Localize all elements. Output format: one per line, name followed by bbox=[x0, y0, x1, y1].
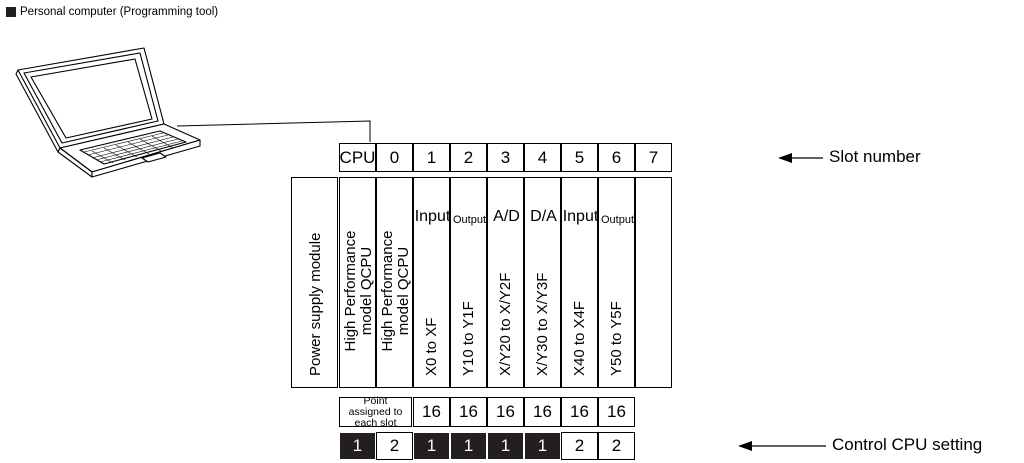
module-range-4: X/Y20 to X/Y2F bbox=[498, 273, 514, 376]
module-slot-2: Input X0 to XF bbox=[413, 177, 450, 388]
module-range-3: Y10 to Y1F bbox=[461, 301, 477, 376]
module-name-line: High Performance bbox=[380, 216, 396, 366]
module-type-6: Input bbox=[562, 208, 599, 226]
control-cpu-label: Control CPU setting bbox=[832, 435, 982, 455]
slot-cell-3: 3 bbox=[487, 143, 524, 172]
module-slot-8 bbox=[635, 177, 672, 388]
module-type-3: Output bbox=[451, 214, 488, 226]
module-type-5: D/A bbox=[525, 208, 562, 226]
control-cpu-value-5: 1 bbox=[524, 432, 561, 460]
slot-number-label: Slot number bbox=[829, 147, 921, 167]
points-value-3: 16 bbox=[487, 397, 524, 427]
slot-cell-2: 2 bbox=[450, 143, 487, 172]
slot-cell-0: 0 bbox=[376, 143, 413, 172]
control-cpu-value-6: 2 bbox=[561, 432, 598, 460]
slot-cell-4: 4 bbox=[524, 143, 561, 172]
slot-cell-cpu: CPU bbox=[339, 143, 376, 172]
control-cpu-value-0: 1 bbox=[339, 432, 376, 460]
connection-cable bbox=[177, 121, 370, 142]
slot-cell-1: 1 bbox=[413, 143, 450, 172]
control-cpu-value-7: 2 bbox=[598, 432, 635, 460]
module-type-4: A/D bbox=[488, 208, 525, 226]
power-supply-label: Power supply module bbox=[308, 233, 324, 376]
laptop-icon bbox=[16, 48, 200, 177]
module-name-line: High Performance bbox=[343, 216, 359, 366]
control-cpu-value-1: 2 bbox=[376, 432, 413, 460]
module-type-2: Input bbox=[414, 208, 451, 226]
slot-cell-6: 6 bbox=[598, 143, 635, 172]
module-range-6: X40 to X4F bbox=[572, 301, 588, 376]
points-value-5: 16 bbox=[561, 397, 598, 427]
module-slot-4: A/D X/Y20 to X/Y2F bbox=[487, 177, 524, 388]
points-value-2: 16 bbox=[450, 397, 487, 427]
points-value-4: 16 bbox=[524, 397, 561, 427]
module-type-7: Output bbox=[599, 214, 636, 226]
control-cpu-arrow bbox=[738, 441, 826, 451]
module-range-7: Y50 to Y5F bbox=[609, 301, 625, 376]
points-label: Point assigned to each slot bbox=[339, 397, 412, 427]
power-supply-module: Power supply module bbox=[291, 177, 338, 388]
slot-cell-7: 7 bbox=[635, 143, 672, 172]
module-name-line: model QCPU bbox=[396, 216, 412, 366]
points-value-1: 16 bbox=[413, 397, 450, 427]
module-name-line: model QCPU bbox=[359, 216, 375, 366]
control-cpu-value-3: 1 bbox=[450, 432, 487, 460]
module-slot-5: D/A X/Y30 to X/Y3F bbox=[524, 177, 561, 388]
module-range-5: X/Y30 to X/Y3F bbox=[535, 273, 551, 376]
control-cpu-value-4: 1 bbox=[487, 432, 524, 460]
module-range-2: X0 to XF bbox=[424, 318, 440, 376]
control-cpu-value-2: 1 bbox=[413, 432, 450, 460]
slot-number-arrow bbox=[778, 153, 823, 163]
slot-cell-5: 5 bbox=[561, 143, 598, 172]
points-value-6: 16 bbox=[598, 397, 635, 427]
